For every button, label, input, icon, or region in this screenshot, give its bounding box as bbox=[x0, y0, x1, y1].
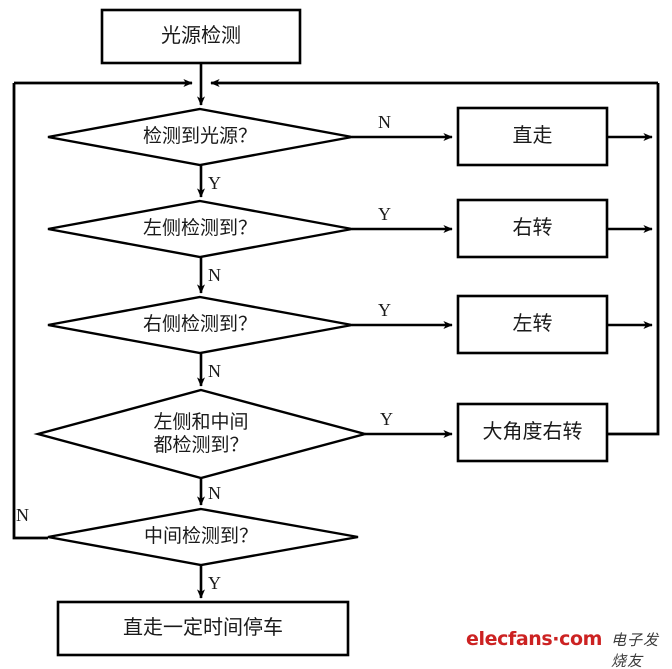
edge-label-decision2-no: N bbox=[208, 265, 221, 285]
watermark: elecfans·com 电子发烧友 bbox=[466, 628, 672, 669]
edge-label-decision3-yes: Y bbox=[378, 300, 391, 320]
node-box-turn-left bbox=[456, 294, 609, 355]
edge-label-decision3-no: N bbox=[208, 361, 221, 381]
edge-left-return-rail bbox=[12, 83, 48, 540]
node-box-start bbox=[100, 8, 302, 65]
edge-label-decision4-yes: Y bbox=[380, 409, 393, 429]
node-box-end bbox=[56, 600, 350, 657]
edge-label-decision2-yes: Y bbox=[378, 204, 391, 224]
node-box-straight bbox=[456, 106, 609, 167]
node-box-turn-right bbox=[456, 198, 609, 259]
edge-label-decision1-yes: Y bbox=[208, 173, 221, 193]
node-diamond-left-sensor bbox=[47, 199, 353, 259]
edge-right-return-rail bbox=[607, 83, 660, 436]
watermark-chinese-text: 电子发烧友 bbox=[611, 633, 660, 669]
watermark-english-text: elecfans·com bbox=[466, 628, 603, 650]
node-diamond-left-and-mid bbox=[33, 388, 370, 480]
node-box-big-right bbox=[456, 402, 609, 463]
edge-label-decision5-yes: Y bbox=[208, 573, 221, 593]
edge-label-decision4-no: N bbox=[208, 483, 221, 503]
node-diamond-light-source bbox=[47, 107, 353, 167]
node-diamond-right-sensor bbox=[47, 295, 353, 355]
edge-label-decision1-no: N bbox=[378, 112, 391, 132]
edge-label-decision5-no: N bbox=[16, 505, 29, 525]
node-diamond-mid-sensor bbox=[47, 507, 359, 567]
